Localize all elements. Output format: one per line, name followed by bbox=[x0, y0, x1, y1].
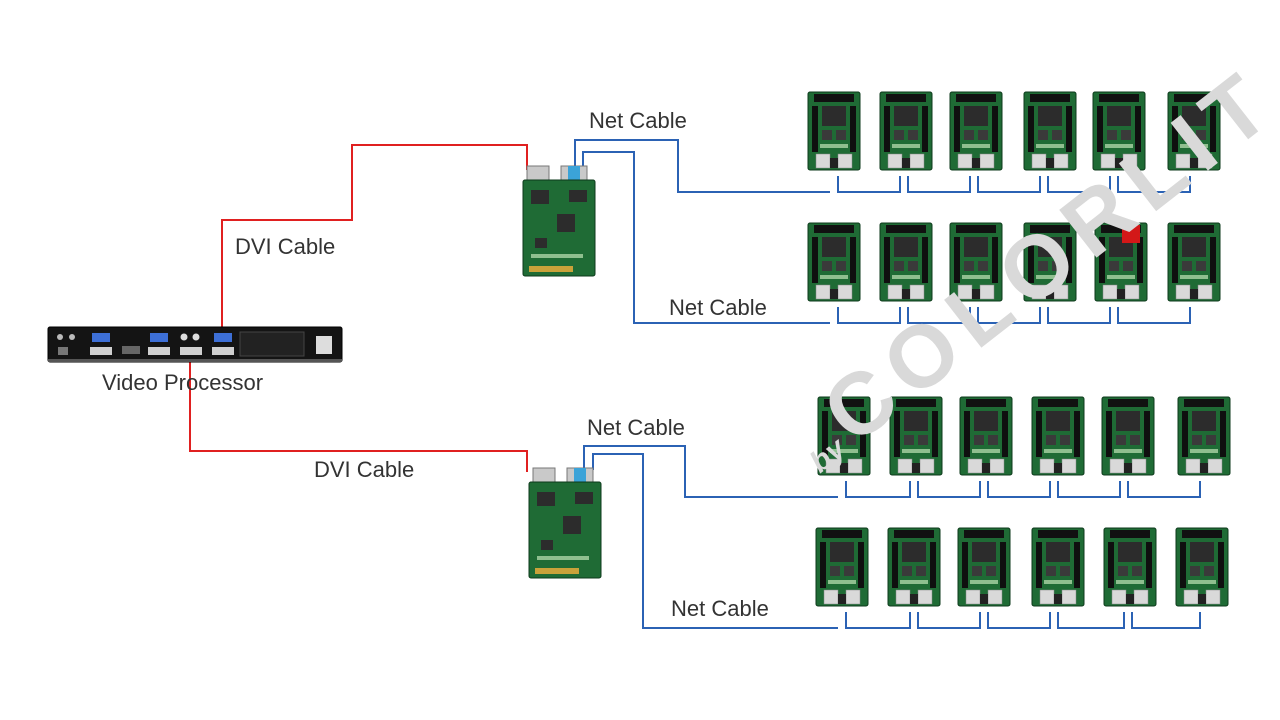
net-cable-3 bbox=[583, 445, 838, 498]
receiving-card-icon bbox=[807, 91, 861, 171]
receiving-card-icon bbox=[879, 91, 933, 171]
receiving-card-icon bbox=[1167, 222, 1221, 302]
receiving-card-icon bbox=[1092, 91, 1146, 171]
video-processor-icon bbox=[47, 326, 343, 363]
net-cable-3-label: Net Cable bbox=[587, 415, 685, 440]
receiving-card-icon bbox=[1031, 396, 1085, 476]
receiving-card-icon bbox=[1175, 527, 1229, 607]
receiving-card-icon bbox=[949, 222, 1003, 302]
receiving-cards-row-4 bbox=[815, 527, 1229, 607]
daisy-chain-row-3 bbox=[845, 481, 1201, 498]
receiving-cards-row-2 bbox=[807, 222, 1221, 302]
receiving-card-icon bbox=[887, 527, 941, 607]
net-cable-2-label: Net Cable bbox=[669, 295, 767, 320]
net-cable-2 bbox=[582, 151, 830, 324]
receiving-cards-row-3 bbox=[817, 396, 1231, 476]
receiving-card-icon bbox=[957, 527, 1011, 607]
receiving-cards-row-1 bbox=[807, 91, 1221, 171]
receiving-card-icon bbox=[889, 396, 943, 476]
receiving-card-icon bbox=[1031, 527, 1085, 607]
net-cable-4 bbox=[592, 453, 838, 629]
daisy-chain-row-1 bbox=[837, 176, 1191, 193]
receiving-card-icon bbox=[815, 527, 869, 607]
sending-card-bottom-icon bbox=[528, 467, 602, 579]
daisy-chain-row-4 bbox=[845, 612, 1201, 629]
receiving-card-icon bbox=[879, 222, 933, 302]
receiving-card-icon bbox=[959, 396, 1013, 476]
status-marker bbox=[1122, 225, 1140, 243]
net-cable-1-label: Net Cable bbox=[589, 108, 687, 133]
sending-card-top-icon bbox=[522, 165, 596, 277]
receiving-card-icon bbox=[807, 222, 861, 302]
receiving-card-icon bbox=[1101, 396, 1155, 476]
video-processor-label: Video Processor bbox=[102, 370, 264, 395]
receiving-card-icon bbox=[1023, 222, 1077, 302]
dvi-cable-bottom bbox=[189, 345, 528, 472]
daisy-chain-row-2 bbox=[837, 307, 1191, 324]
receiving-card-icon bbox=[949, 91, 1003, 171]
receiving-card-icon bbox=[1103, 527, 1157, 607]
dvi-cable-top-label: DVI Cable bbox=[235, 234, 336, 259]
receiving-card-icon bbox=[1167, 91, 1221, 171]
net-cable-4-label: Net Cable bbox=[671, 596, 769, 621]
net-cable-1 bbox=[574, 139, 830, 193]
dvi-cable-top bbox=[221, 144, 528, 345]
receiving-card-icon bbox=[1023, 91, 1077, 171]
receiving-card-icon bbox=[817, 396, 871, 476]
dvi-cable-bottom-label: DVI Cable bbox=[314, 457, 415, 482]
receiving-card-icon bbox=[1177, 396, 1231, 476]
